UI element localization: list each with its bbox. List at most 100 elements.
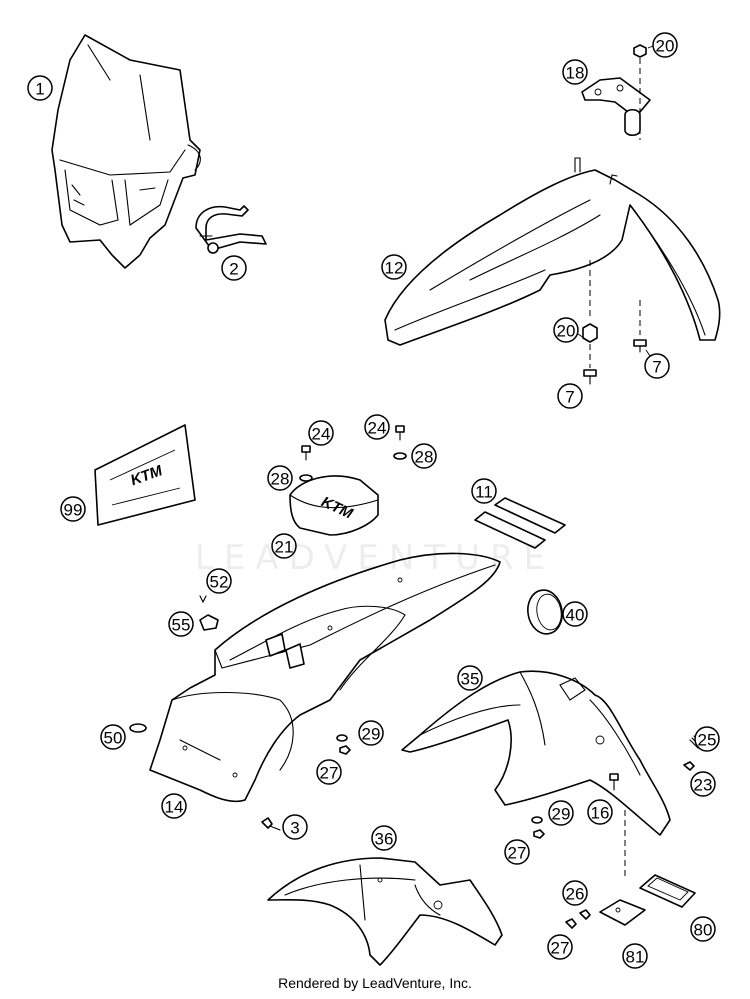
svg-text:80: 80 [694,921,713,940]
callout-36: 36 [371,825,397,851]
seat-pad[interactable]: KTM [289,475,379,536]
svg-text:7: 7 [565,388,574,407]
decal-sheet[interactable]: KTM [94,424,196,526]
callout-27-left: 27 [316,759,342,785]
svg-text:99: 99 [64,501,83,520]
reflector-80[interactable] [639,874,696,908]
fork-bracket[interactable] [581,77,651,137]
svg-text:12: 12 [385,259,404,278]
svg-text:27: 27 [320,764,339,783]
callout-29-right: 29 [548,800,574,826]
callout-11: 11 [471,478,497,504]
svg-text:40: 40 [566,606,585,625]
nut-27c[interactable] [565,918,577,929]
clip-52[interactable] [199,595,207,604]
screw-16[interactable] [609,773,619,791]
svg-text:24: 24 [312,425,331,444]
callout-27-right: 27 [504,839,530,865]
callout-12: 12 [381,254,407,280]
svg-text:29: 29 [362,725,381,744]
svg-text:26: 26 [566,885,585,904]
svg-text:55: 55 [172,616,191,635]
callout-28-right: 28 [411,443,437,469]
rubber-plug[interactable] [524,587,565,636]
rear-mudguard[interactable] [267,857,503,966]
washer-29b[interactable] [531,816,543,824]
callout-28-left: 28 [267,465,293,491]
svg-text:7: 7 [652,358,661,377]
screw-26[interactable] [579,909,591,920]
callout-1: 1 [27,75,53,101]
bracket-55[interactable] [199,614,219,631]
fender-screw-7b[interactable] [633,339,647,353]
svg-text:27: 27 [551,939,570,958]
svg-text:16: 16 [591,804,610,823]
svg-text:20: 20 [656,37,675,56]
washer-28b[interactable] [393,452,407,460]
headlight-mask[interactable] [51,34,201,269]
rear-fender-lower[interactable] [401,670,671,836]
callout-20-mid: 20 [553,317,579,343]
callout-20-top: 20 [652,32,678,58]
callout-24-left: 24 [308,420,334,446]
washer-28a[interactable] [299,474,313,482]
svg-text:18: 18 [566,64,585,83]
nut-23[interactable] [683,761,695,771]
callout-55: 55 [168,611,194,637]
callout-35: 35 [457,665,483,691]
washer-29a[interactable] [336,734,348,742]
callout-3: 3 [282,814,308,840]
svg-text:24: 24 [368,419,387,438]
callout-29-left: 29 [358,720,384,746]
svg-text:25: 25 [698,731,717,750]
screw-24a[interactable] [301,445,311,461]
screw-24b[interactable] [395,425,405,441]
bolt-top[interactable] [633,44,647,58]
callout-99: 99 [60,496,86,522]
foam-pads[interactable] [474,497,566,549]
nut-27b[interactable] [533,829,545,839]
svg-text:21: 21 [275,538,294,557]
svg-text:52: 52 [210,573,229,592]
callout-2: 2 [221,255,247,281]
svg-text:23: 23 [694,776,713,795]
headlight-clamp[interactable] [195,205,267,254]
nut-27a[interactable] [339,745,351,755]
fender-screw-7a[interactable] [583,369,597,385]
svg-text:28: 28 [271,470,290,489]
callout-7-right: 7 [644,353,670,379]
callout-52: 52 [206,568,232,594]
callout-21: 21 [271,533,297,559]
screw-3[interactable] [261,817,281,831]
front-fender[interactable] [384,157,721,346]
callout-81: 81 [622,943,648,969]
svg-text:29: 29 [552,805,571,824]
svg-text:1: 1 [35,80,44,99]
svg-text:14: 14 [165,798,184,817]
svg-text:20: 20 [557,322,576,341]
svg-text:50: 50 [104,729,123,748]
callout-26: 26 [562,880,588,906]
footer-credit: Rendered by LeadVenture, Inc. [278,975,472,991]
rear-fender[interactable] [149,552,501,803]
callout-80: 80 [690,916,716,942]
fender-bolt-20[interactable] [582,323,598,343]
callout-50: 50 [100,724,126,750]
svg-text:3: 3 [290,819,299,838]
svg-text:27: 27 [508,844,527,863]
svg-text:11: 11 [475,483,493,502]
callout-25: 25 [694,726,720,752]
svg-text:28: 28 [415,448,434,467]
callout-16: 16 [587,799,613,825]
washer-50[interactable] [129,723,147,733]
callout-24-right: 24 [364,414,390,440]
svg-text:81: 81 [626,948,645,967]
bracket-81[interactable] [599,899,646,926]
svg-text:2: 2 [229,260,238,279]
callout-27-bottom: 27 [547,934,573,960]
callout-14: 14 [161,793,187,819]
svg-text:35: 35 [461,670,480,689]
svg-text:36: 36 [375,830,394,849]
callout-23: 23 [690,771,716,797]
